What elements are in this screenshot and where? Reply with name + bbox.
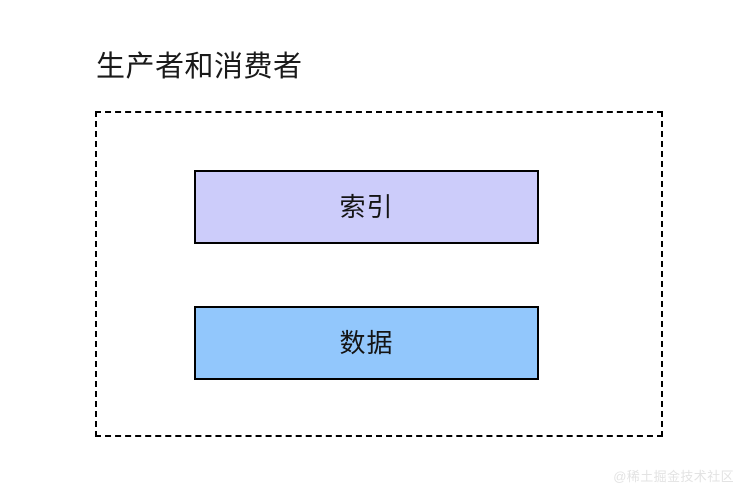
node-label-data: 数据: [339, 328, 394, 358]
dashed-container: 索引 数据: [95, 111, 663, 437]
node-box-index[interactable]: 索引: [194, 170, 539, 244]
node-label-index: 索引: [339, 192, 394, 222]
watermark-text: @稀土掘金技术社区: [613, 469, 734, 484]
page-title: 生产者和消费者: [96, 51, 303, 83]
node-box-data[interactable]: 数据: [194, 306, 539, 380]
